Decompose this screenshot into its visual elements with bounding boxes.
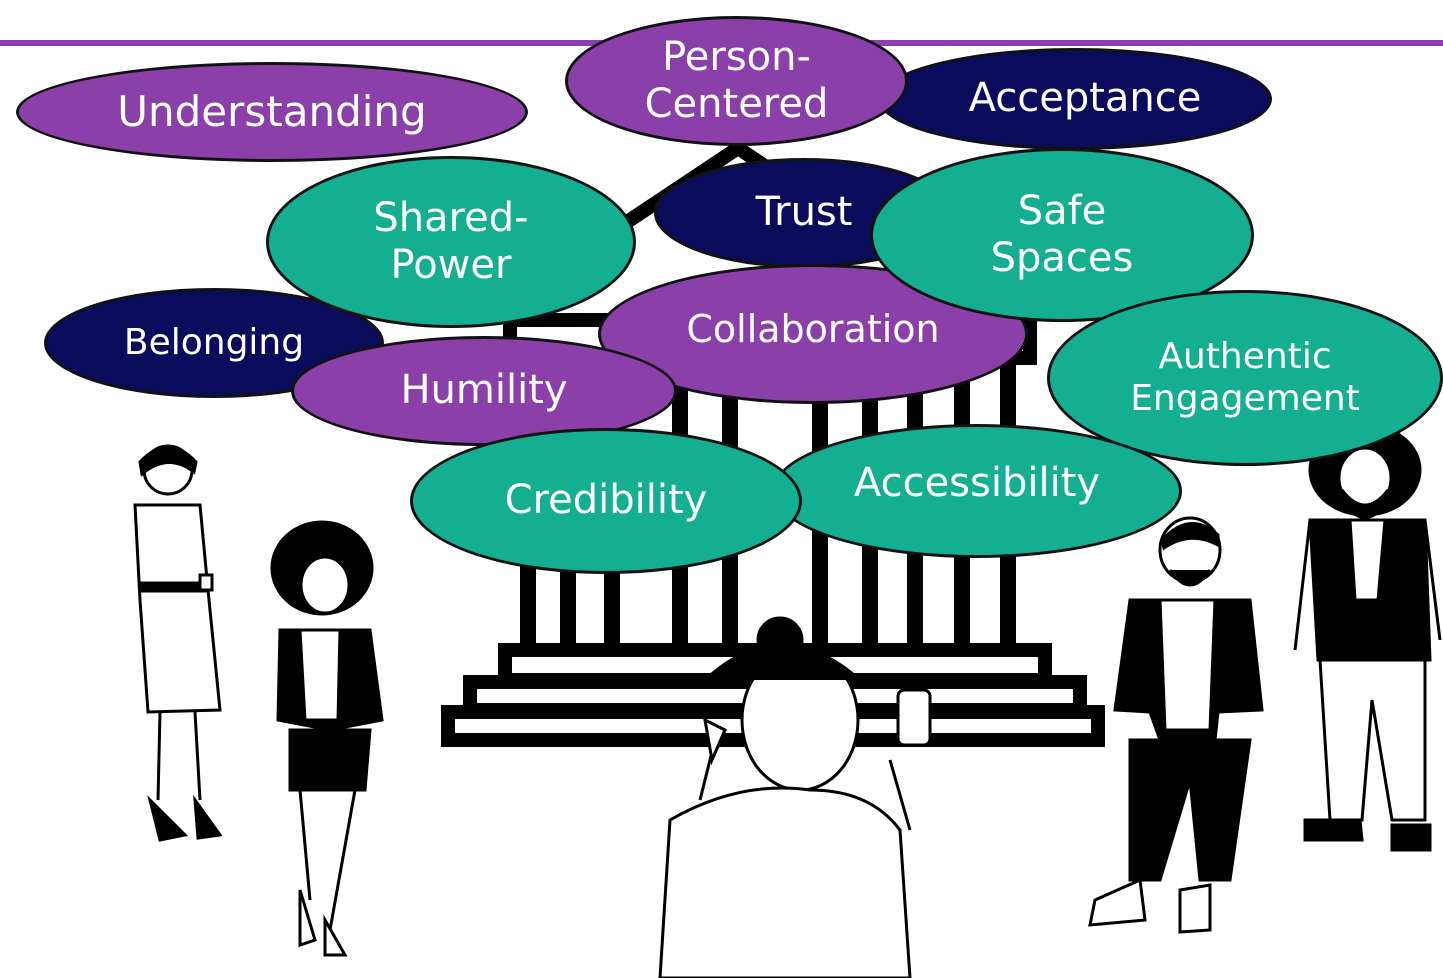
concept-label: Shared- Power — [373, 194, 529, 288]
concept-label: Trust — [755, 189, 853, 236]
man-with-coffee — [1088, 516, 1264, 934]
concept-acceptance: Acceptance — [878, 48, 1272, 150]
concept-label: Credibility — [504, 477, 708, 524]
concept-label: Safe Spaces — [990, 187, 1134, 281]
concept-authentic-engagement: Authentic Engagement — [1047, 290, 1443, 466]
woman-with-mug — [133, 444, 223, 842]
concept-credibility: Credibility — [410, 428, 802, 574]
woman-with-afro — [270, 520, 384, 957]
concept-label: Accessibility — [853, 460, 1101, 507]
concept-label: Acceptance — [968, 75, 1202, 122]
concept-understanding: Understanding — [16, 62, 528, 162]
concept-shared-power: Shared- Power — [266, 156, 636, 328]
concept-accessibility: Accessibility — [772, 424, 1182, 558]
concept-label: Collaboration — [686, 306, 940, 351]
concept-label: Authentic Engagement — [1130, 335, 1360, 419]
girl-taking-selfie — [658, 616, 932, 978]
concept-label: Humility — [400, 367, 568, 414]
concept-label: Person- Centered — [644, 33, 829, 127]
concept-person-centered: Person- Centered — [565, 16, 908, 146]
concept-label: Belonging — [123, 321, 305, 363]
concept-label: Understanding — [117, 87, 427, 137]
man-with-beard — [1293, 423, 1442, 852]
